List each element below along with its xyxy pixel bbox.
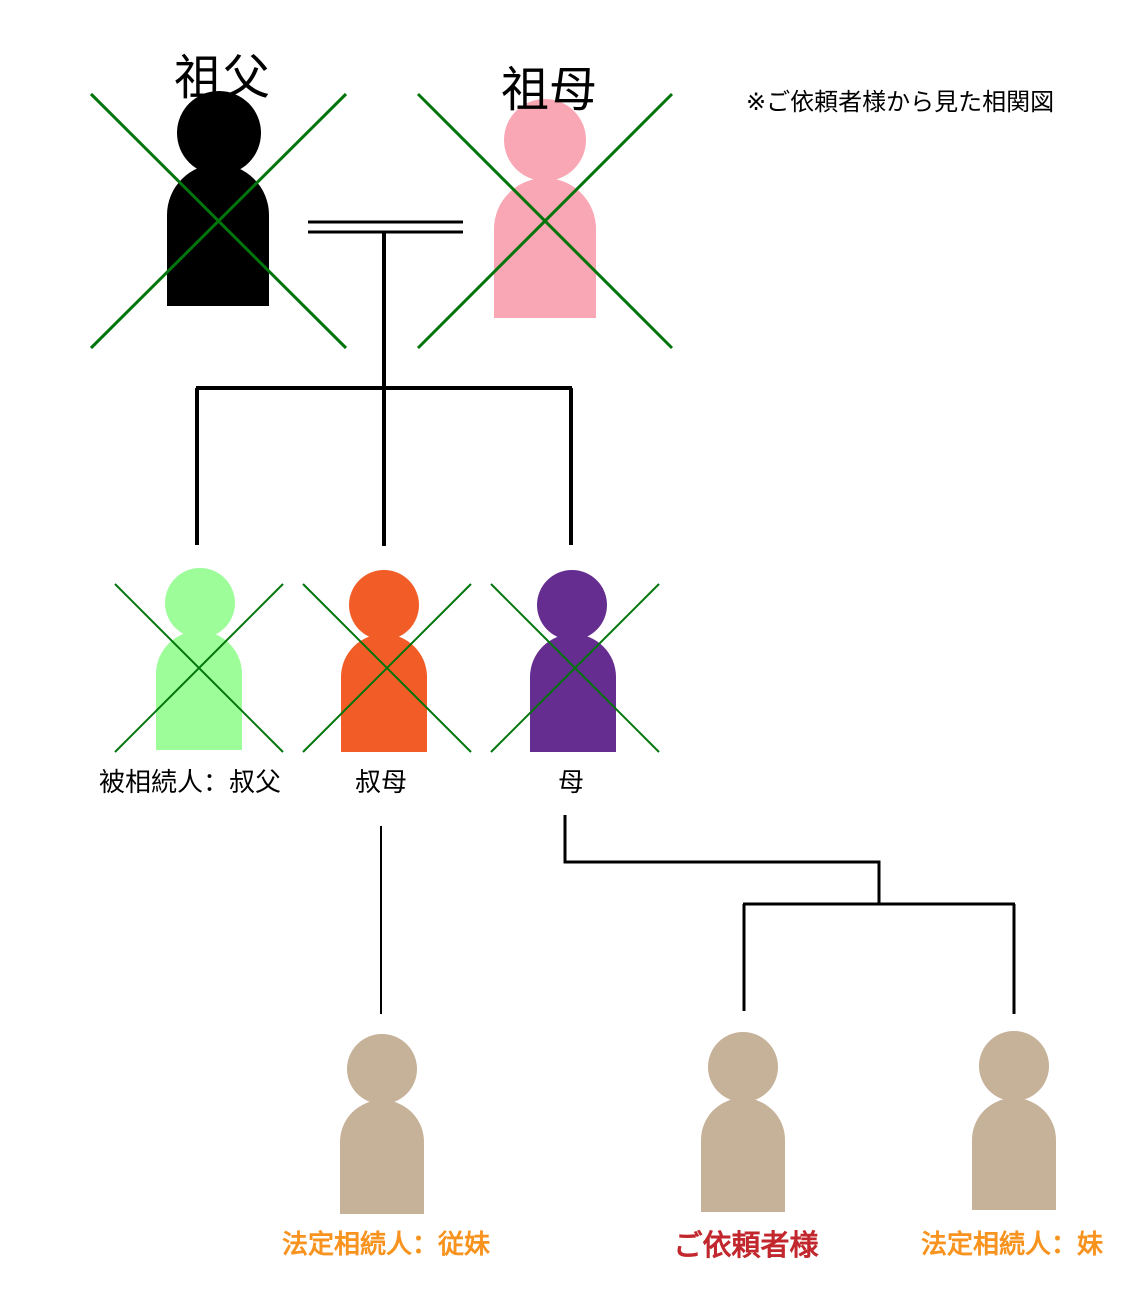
client-label: ご依頼者様 bbox=[673, 1228, 819, 1262]
mother-label: 母 bbox=[557, 768, 585, 798]
mother-to-children-line bbox=[563, 815, 881, 903]
uncle-figure bbox=[156, 568, 242, 750]
cousin-head bbox=[347, 1034, 417, 1104]
aunt-label: 叔母 bbox=[354, 768, 408, 798]
mother-cross bbox=[490, 583, 660, 753]
grandmother-head bbox=[504, 99, 586, 181]
client-head bbox=[708, 1032, 778, 1102]
grandfather-head bbox=[177, 91, 261, 175]
aunt-figure bbox=[341, 570, 427, 752]
uncle-body bbox=[156, 631, 242, 750]
mother-body bbox=[530, 634, 616, 752]
uncle-label: 被相続人：叔父 bbox=[98, 768, 282, 798]
cousin-body bbox=[340, 1100, 424, 1214]
client-figure bbox=[701, 1032, 785, 1212]
sister-head bbox=[979, 1031, 1049, 1101]
diagram-note: ※ご依頼者様から見た相関図 bbox=[746, 88, 1055, 116]
aunt-cross bbox=[302, 583, 472, 753]
cousin-figure bbox=[340, 1034, 424, 1214]
client-body bbox=[701, 1098, 785, 1212]
mother-figure bbox=[530, 570, 616, 752]
aunt-head bbox=[349, 570, 419, 640]
uncle-head bbox=[165, 568, 235, 638]
cousin-label: 法定相続人：従妹 bbox=[281, 1230, 491, 1260]
sister-label: 法定相続人：妹 bbox=[920, 1230, 1104, 1260]
grandmother-body bbox=[494, 178, 596, 318]
grandmother-label: 祖母 bbox=[500, 62, 598, 118]
grandfather-body bbox=[167, 164, 269, 306]
grandfather-label: 祖父 bbox=[173, 50, 271, 106]
grandmother-cross bbox=[416, 92, 674, 350]
aunt-body bbox=[341, 634, 427, 752]
uncle-cross bbox=[114, 583, 284, 753]
grandfather-cross bbox=[89, 92, 348, 350]
mother-head bbox=[537, 570, 607, 640]
sister-body bbox=[972, 1098, 1056, 1210]
sister-figure bbox=[972, 1031, 1056, 1210]
connector-lines bbox=[195, 220, 1016, 1014]
grandmother-figure bbox=[494, 99, 596, 318]
grandfather-figure bbox=[167, 91, 269, 306]
